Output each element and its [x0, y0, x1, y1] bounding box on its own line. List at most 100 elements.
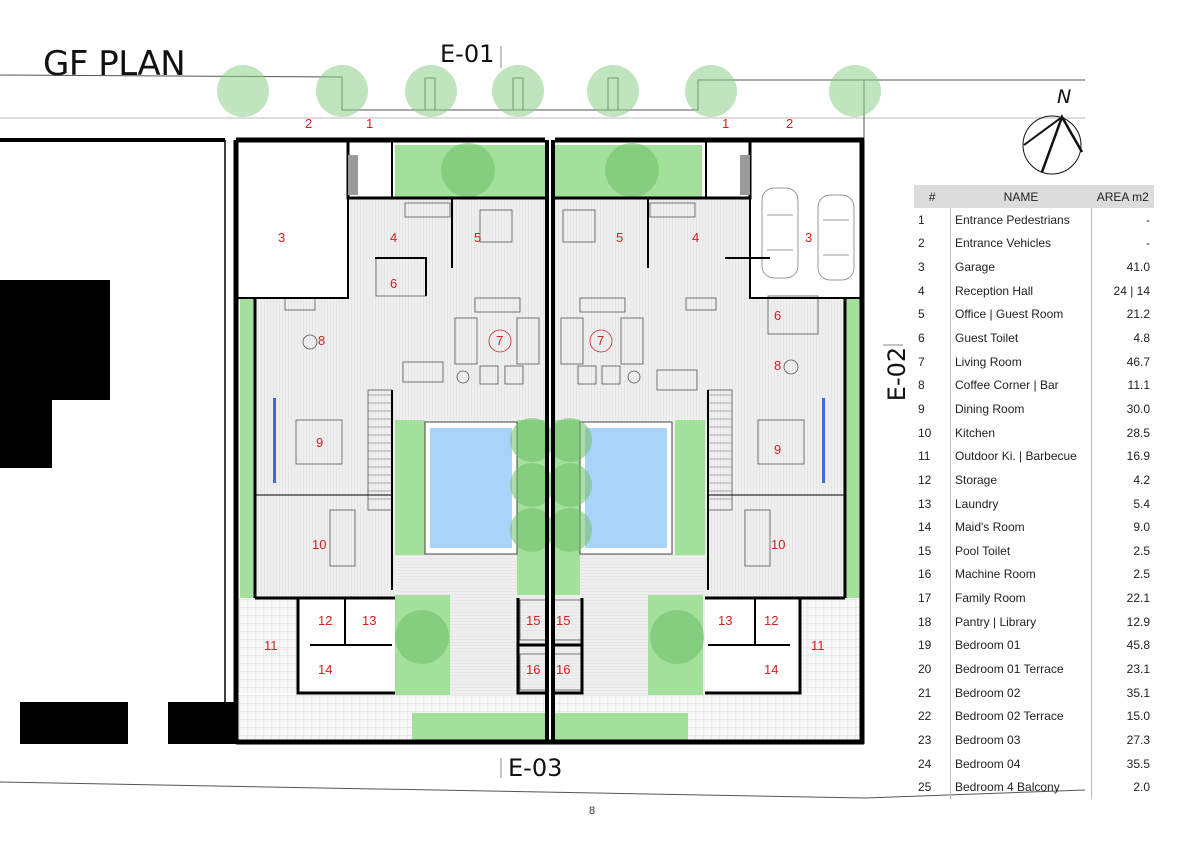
cell-num: 2: [918, 236, 925, 251]
room-label-l15: 15: [526, 613, 540, 628]
garden-trees: [395, 143, 704, 664]
room-label-r9: 9: [774, 442, 781, 457]
elevation-markers: [500, 46, 903, 778]
cell-num: 6: [918, 331, 925, 346]
room-label-l2: 2: [305, 116, 312, 131]
cell-area: 41.0: [1126, 260, 1150, 275]
walls: [233, 137, 865, 745]
cell-area: 35.5: [1126, 756, 1150, 771]
page-number: 8: [589, 805, 596, 817]
cell-area: 46.7: [1126, 354, 1150, 369]
wall-notches: [424, 77, 865, 140]
cell-area: 2.0: [1133, 780, 1150, 795]
cell-name: Machine Room: [950, 562, 1092, 587]
room-label-r10: 10: [771, 537, 785, 552]
cell-num: 24: [918, 756, 932, 771]
table-header-row: # NAME AREA m2: [914, 185, 1154, 208]
header-area: AREA m2: [1091, 185, 1154, 208]
room-label-r14: 14: [764, 662, 778, 677]
cell-name: Reception Hall: [950, 278, 1092, 303]
cell-name: Pantry | Library: [950, 609, 1092, 634]
cell-num: 17: [918, 591, 932, 606]
cell-name: Bedroom 01 Terrace: [950, 657, 1092, 681]
cell-num: 25: [918, 780, 932, 795]
cell-area: 11.1: [1127, 378, 1150, 393]
cell-num: 14: [918, 520, 932, 535]
cell-num: 15: [918, 543, 932, 558]
cell-name: Kitchen: [950, 420, 1092, 445]
room-label-r4: 4: [692, 230, 699, 245]
table-row: 15 Pool Toilet 2.5: [914, 538, 1154, 563]
cell-num: 3: [918, 260, 925, 275]
cell-num: 18: [918, 614, 932, 629]
room-label-r3: 3: [805, 230, 812, 245]
room-label-l4: 4: [390, 230, 397, 245]
cell-area: 9.0: [1133, 520, 1150, 535]
parked-cars: [761, 187, 855, 281]
street-trees: [217, 65, 881, 117]
cell-area: 22.1: [1126, 591, 1150, 606]
cell-name: Guest Toilet: [950, 326, 1092, 350]
cell-num: 20: [918, 661, 932, 676]
cell-area: 30.0: [1126, 401, 1150, 416]
cell-name: Living Room: [950, 349, 1092, 374]
cell-area: 21.2: [1126, 307, 1150, 322]
room-label-l11: 11: [264, 638, 278, 653]
cell-num: 21: [918, 685, 932, 700]
cell-name: Storage: [950, 468, 1092, 492]
cell-name: Bedroom 03: [950, 728, 1092, 752]
room-label-l10: 10: [312, 537, 326, 552]
north-label: N: [1057, 86, 1072, 108]
cell-num: 11: [918, 449, 931, 464]
entrance-blocks: [348, 155, 750, 195]
north-arrow-icon: [1022, 114, 1084, 175]
neighbour-building: [0, 280, 234, 744]
cell-area: 4.8: [1133, 331, 1150, 346]
page-title: GF PLAN: [43, 44, 186, 84]
room-label-l14: 14: [318, 662, 332, 677]
cell-area: 12.9: [1126, 614, 1150, 629]
table-row: 24 Bedroom 04 35.5: [914, 751, 1154, 776]
cell-num: 16: [918, 567, 932, 582]
cell-name: Bedroom 04: [950, 751, 1092, 776]
cell-area: -: [1146, 236, 1150, 251]
cell-name: Pool Toilet: [950, 538, 1092, 563]
room-label-r13: 13: [718, 613, 732, 628]
cell-name: Bedroom 02 Terrace: [950, 704, 1092, 729]
header-number: #: [914, 185, 951, 208]
cell-name: Office | Guest Room: [950, 302, 1092, 327]
cell-area: 45.8: [1126, 638, 1150, 653]
cell-num: 22: [918, 709, 932, 724]
cell-name: Dining Room: [950, 397, 1092, 421]
room-label-l6: 6: [390, 276, 397, 291]
cell-name: Coffee Corner | Bar: [950, 373, 1092, 398]
cell-area: 24 | 14: [1113, 283, 1150, 298]
cell-num: 7: [918, 354, 925, 369]
room-label-r11: 11: [811, 638, 825, 653]
table-row: 7 Living Room 46.7: [914, 349, 1154, 374]
cell-area: 15.0: [1126, 709, 1150, 724]
room-label-r12: 12: [764, 613, 778, 628]
cell-name: Entrance Vehicles: [950, 231, 1092, 256]
cell-name: Bedroom 4 Balcony: [950, 775, 1092, 800]
room-label-l9: 9: [316, 435, 323, 450]
room-label-l7: 7: [496, 333, 503, 348]
room-label-r5: 5: [616, 230, 623, 245]
cell-num: 19: [918, 638, 932, 653]
cell-name: Outdoor Ki. | Barbecue: [950, 444, 1092, 469]
cell-num: 9: [918, 401, 925, 416]
cell-area: 2.5: [1133, 543, 1150, 558]
table-row: 18 Pantry | Library 12.9: [914, 609, 1154, 634]
